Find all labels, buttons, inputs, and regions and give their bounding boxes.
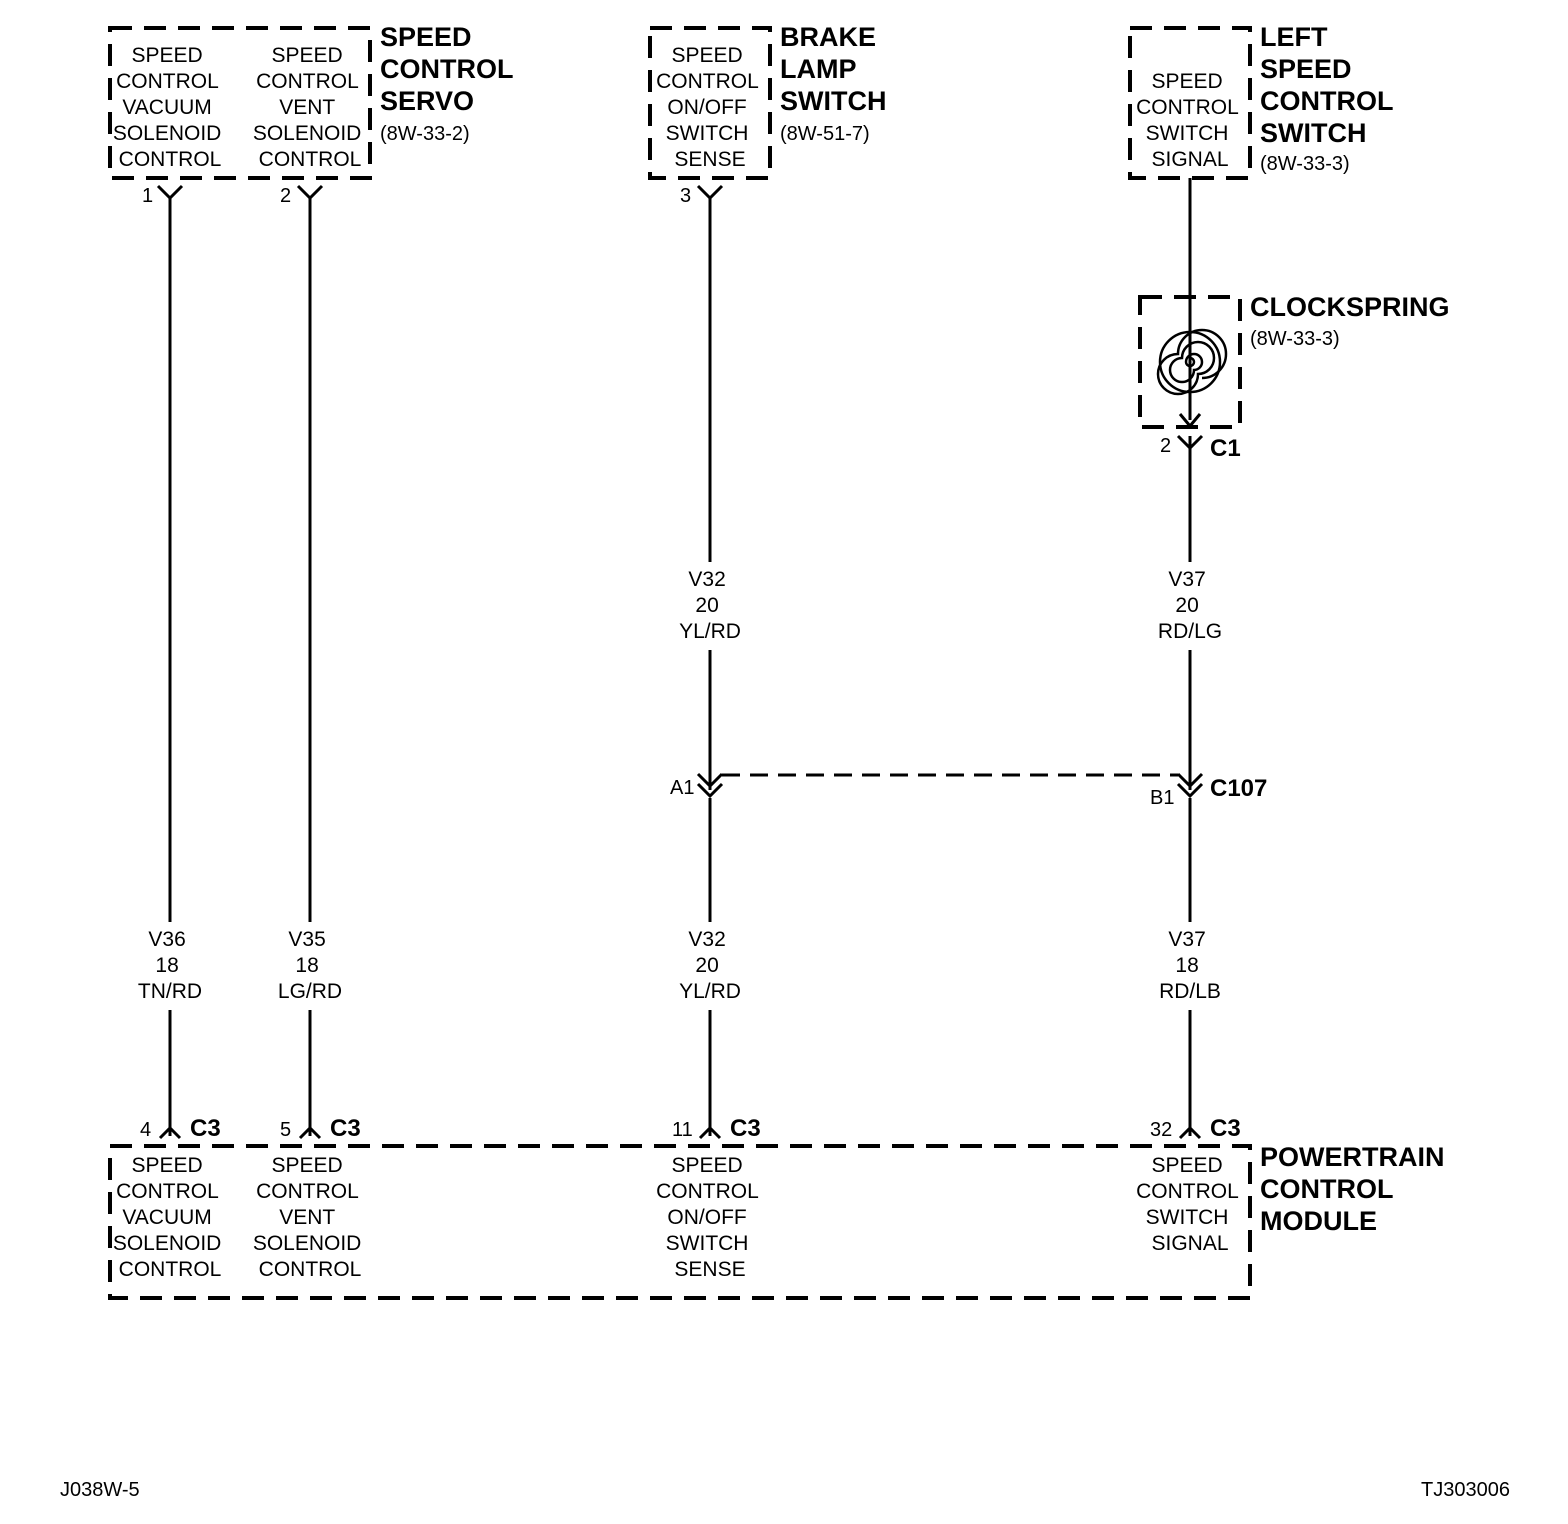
- brake-inner-label: SPEED CONTROL ON/OFF SWITCH SENSE: [656, 44, 764, 171]
- pcm-pins: 4 C3 5 C3 11 C3 32 C3: [140, 1115, 1241, 1142]
- wire-v32-upper-label: V32 20 YL/RD: [679, 568, 741, 643]
- top-pins: 1 2 3: [142, 184, 724, 207]
- c107-connector: A1 B1 C107: [670, 772, 1267, 809]
- lscs-title: LEFT SPEED CONTROL SWITCH: [1260, 22, 1401, 148]
- clockspring-title: CLOCKSPRING: [1250, 292, 1450, 322]
- pcm-title: POWERTRAIN CONTROL MODULE: [1260, 1142, 1452, 1236]
- footer-right-code: TJ303006: [1421, 1479, 1510, 1501]
- c107-a1-chevron-lower-icon: [696, 782, 724, 799]
- servo-pin2-label: SPEED CONTROL VENT SOLENOID CONTROL: [253, 44, 367, 171]
- wire-v37-lower-label: V37 18 RD/LB: [1159, 928, 1221, 1003]
- pcm-vacuum-label: SPEED CONTROL VACUUM SOLENOID CONTROL: [113, 1154, 227, 1281]
- clockspring-pin: 2: [1160, 435, 1171, 457]
- wire-v36-label: V36 18 TN/RD: [138, 928, 202, 1003]
- c107-b1-chevron-lower-icon: [1176, 782, 1204, 799]
- lscs-inner-label: SPEED CONTROL SWITCH SIGNAL: [1136, 70, 1244, 171]
- footer-left-code: J038W-5: [60, 1479, 140, 1501]
- powertrain-control-module: SPEED CONTROL VACUUM SOLENOID CONTROL SP…: [108, 1142, 1452, 1300]
- wire-v37: V37 20 RD/LG V37 18 RD/LB: [1158, 178, 1222, 1136]
- servo-ref: (8W-33-2): [380, 123, 470, 145]
- wire-v32-lower-label: V32 20 YL/RD: [679, 928, 741, 1003]
- spiral-icon: [1156, 328, 1228, 396]
- pcm-pin11-chevron-icon: [698, 1125, 722, 1140]
- wire-v35-label: V35 18 LG/RD: [278, 928, 342, 1003]
- c1-connector-label: C1: [1210, 435, 1241, 462]
- brake-pin-number: 3: [680, 185, 691, 207]
- pcm-pin4: 4: [140, 1119, 151, 1141]
- c107-label: C107: [1210, 775, 1267, 802]
- pcm-pin4-connector: C3: [190, 1115, 221, 1142]
- pcm-pin5-chevron-icon: [298, 1125, 322, 1140]
- wire-v36: V36 18 TN/RD: [138, 196, 202, 1136]
- pcm-pin32-connector: C3: [1210, 1115, 1241, 1142]
- pcm-pin11-connector: C3: [730, 1115, 761, 1142]
- brake-ref: (8W-51-7): [780, 123, 870, 145]
- c107-pin-a1: A1: [670, 777, 694, 799]
- pcm-pin4-chevron-icon: [158, 1125, 182, 1140]
- brake-title: BRAKE LAMP SWITCH: [780, 22, 886, 116]
- clockspring-ref: (8W-33-3): [1250, 328, 1340, 350]
- c107-a1-chevron-upper-icon: [696, 772, 724, 789]
- pcm-vent-label: SPEED CONTROL VENT SOLENOID CONTROL: [253, 1154, 367, 1281]
- brake-lamp-switch: SPEED CONTROL ON/OFF SWITCH SENSE BRAKE …: [648, 22, 886, 180]
- pcm-pin32-chevron-icon: [1178, 1125, 1202, 1140]
- pcm-pin11: 11: [672, 1119, 693, 1141]
- clockspring: CLOCKSPRING (8W-33-3) 2 C1: [1138, 292, 1450, 462]
- wire-v37-upper-label: V37 20 RD/LG: [1158, 568, 1222, 643]
- pcm-pin32: 32: [1150, 1119, 1172, 1141]
- c107-pin-b1: B1: [1150, 787, 1174, 809]
- pcm-pin5: 5: [280, 1119, 291, 1141]
- wire-v35: V35 18 LG/RD: [278, 196, 342, 1136]
- speed-control-servo: SPEED CONTROL VACUUM SOLENOID CONTROL SP…: [108, 22, 521, 180]
- wire-v32: V32 20 YL/RD V32 20 YL/RD: [679, 196, 741, 1136]
- lscs-ref: (8W-33-3): [1260, 153, 1350, 175]
- servo-pin1-label: SPEED CONTROL VACUUM SOLENOID CONTROL: [113, 44, 227, 171]
- c1-chevron-icon: [1176, 434, 1204, 451]
- pcm-pin5-connector: C3: [330, 1115, 361, 1142]
- servo-pin2-number: 2: [280, 185, 291, 207]
- servo-pin1-number: 1: [142, 185, 153, 207]
- pcm-onoff-label: SPEED CONTROL ON/OFF SWITCH SENSE: [656, 1154, 764, 1281]
- servo-title: SPEED CONTROL SERVO: [380, 22, 521, 116]
- c107-b1-chevron-upper-icon: [1176, 772, 1204, 789]
- clockspring-arrow-icon: [1178, 413, 1202, 429]
- pcm-signal-label: SPEED CONTROL SWITCH SIGNAL: [1136, 1154, 1244, 1255]
- left-speed-control-switch: SPEED CONTROL SWITCH SIGNAL LEFT SPEED C…: [1128, 22, 1401, 180]
